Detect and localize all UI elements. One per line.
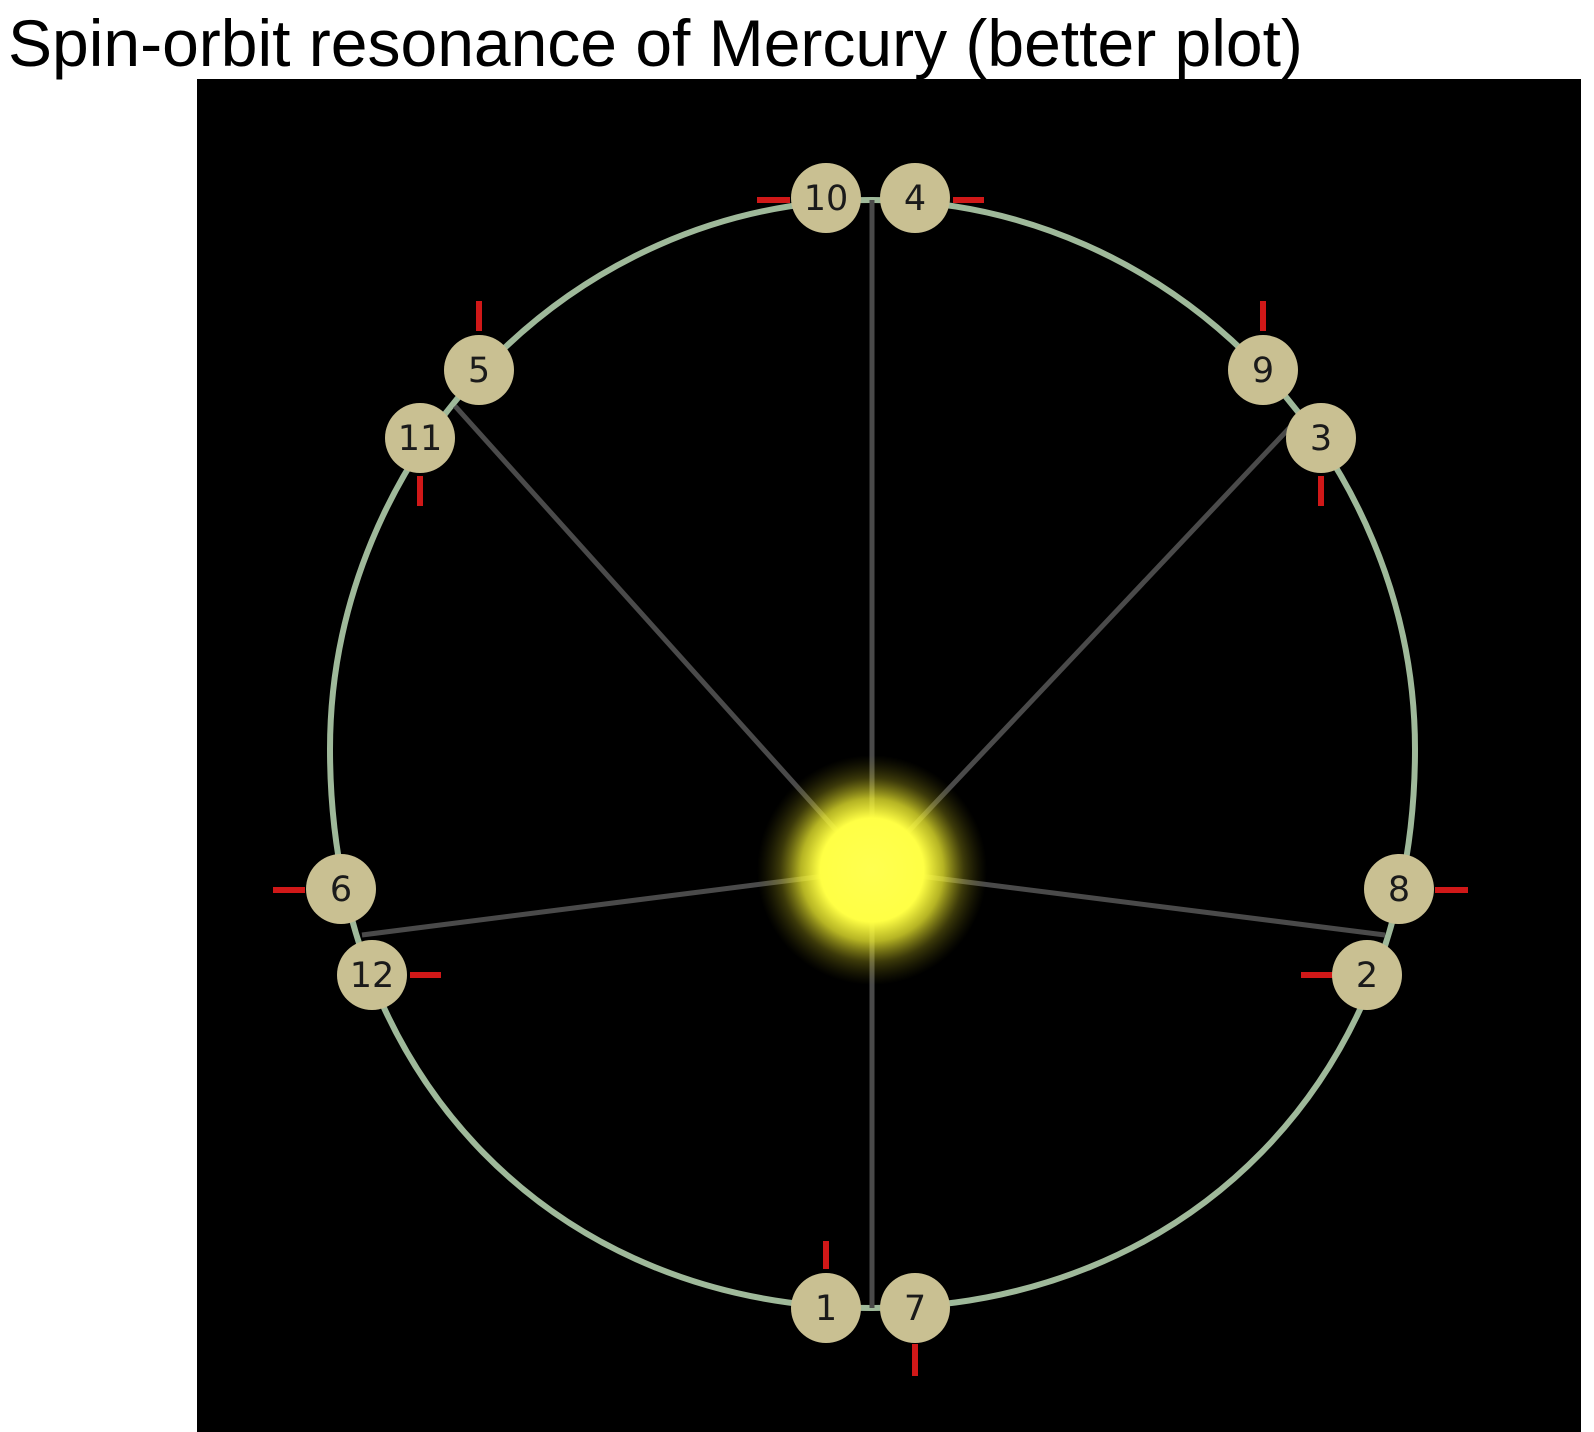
planet-disc bbox=[1286, 403, 1356, 473]
planet-disc bbox=[444, 335, 514, 405]
planet-position-11: 11 bbox=[385, 403, 455, 473]
sun-icon bbox=[757, 755, 987, 985]
planet-disc bbox=[1228, 335, 1298, 405]
planet-label: 12 bbox=[350, 956, 395, 996]
planet-position-10: 10 bbox=[791, 163, 861, 233]
planet-disc bbox=[880, 1273, 950, 1343]
planet-label: 4 bbox=[904, 179, 926, 219]
planet-disc bbox=[385, 403, 455, 473]
planet-position-2: 2 bbox=[1332, 940, 1402, 1010]
planet-position-5: 5 bbox=[444, 335, 514, 405]
planet-label: 1 bbox=[815, 1289, 837, 1329]
planet-label: 2 bbox=[1356, 956, 1378, 996]
planet-position-6: 6 bbox=[306, 854, 376, 924]
planet-position-8: 8 bbox=[1364, 854, 1434, 924]
planet-label: 7 bbox=[904, 1289, 926, 1329]
planet-label: 10 bbox=[804, 179, 849, 219]
planet-disc bbox=[1364, 854, 1434, 924]
planet-disc bbox=[791, 163, 861, 233]
planet-label: 11 bbox=[398, 419, 443, 459]
planet-position-12: 12 bbox=[337, 940, 407, 1010]
planet-disc bbox=[1332, 940, 1402, 1010]
planet-disc bbox=[337, 940, 407, 1010]
slide-title: Spin-orbit resonance of Mercury (better … bbox=[8, 6, 1303, 80]
planet-label: 9 bbox=[1252, 351, 1274, 391]
planet-label: 8 bbox=[1388, 870, 1410, 910]
planet-position-3: 3 bbox=[1286, 403, 1356, 473]
planet-position-9: 9 bbox=[1228, 335, 1298, 405]
marker-layer bbox=[273, 197, 1468, 1376]
planet-position-7: 7 bbox=[880, 1273, 950, 1343]
planet-position-1: 1 bbox=[791, 1273, 861, 1343]
planet-position-4: 4 bbox=[880, 163, 950, 233]
planet-label: 3 bbox=[1310, 419, 1332, 459]
planet-disc bbox=[880, 163, 950, 233]
planet-disc bbox=[791, 1273, 861, 1343]
planet-disc bbox=[306, 854, 376, 924]
planet-label: 6 bbox=[330, 870, 352, 910]
planet-label: 5 bbox=[468, 351, 490, 391]
